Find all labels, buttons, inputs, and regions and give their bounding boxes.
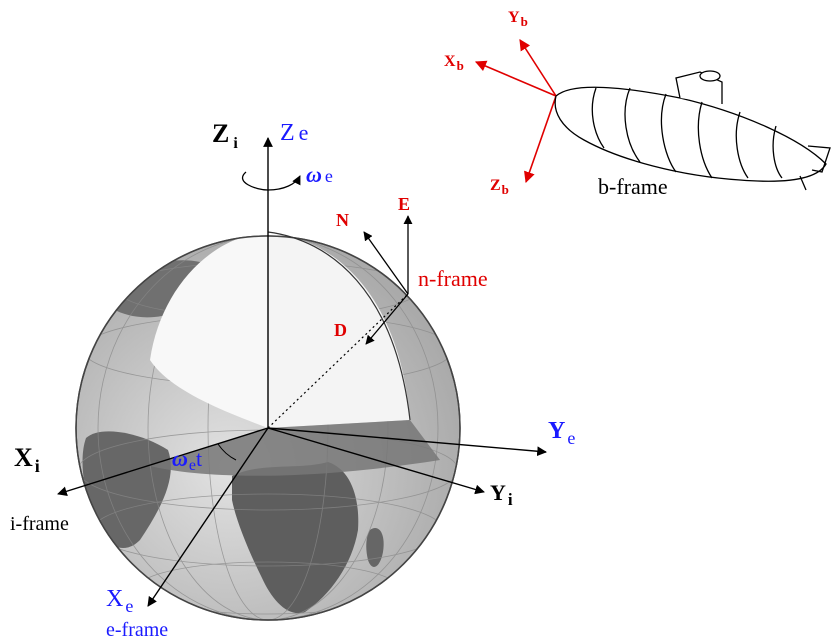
- i-frame-label: i-frame: [10, 513, 69, 535]
- b-frame-label: b-frame: [598, 174, 668, 199]
- xe-axis: [147, 427, 269, 607]
- east-label: E: [398, 194, 410, 214]
- land-mass-west-africa: [82, 431, 171, 549]
- rotation-arrow-icon: [242, 171, 301, 191]
- zb-label: Zb: [490, 177, 509, 197]
- submarine-icon: [554, 70, 831, 191]
- meridian-arc: [267, 231, 411, 421]
- body-frame-axes: [474, 39, 557, 184]
- yi-axis: [267, 427, 485, 495]
- land-mass-madagascar: [366, 528, 384, 567]
- xi-axis: [57, 427, 269, 497]
- cutaway-face: [268, 236, 410, 428]
- position-vector: [267, 293, 409, 429]
- down-label: D: [334, 320, 347, 340]
- land-mass-africa: [232, 462, 359, 614]
- n-axis-down: [365, 293, 409, 345]
- ye-axis: [267, 427, 547, 457]
- omega-t-arc: [217, 443, 237, 461]
- n-frame-label: n-frame: [418, 266, 488, 291]
- cutaway-face-left: [150, 236, 268, 428]
- north-label: N: [336, 210, 349, 230]
- e-frame-label: e-frame: [106, 619, 168, 641]
- omega-e-t-label: ωet: [172, 446, 202, 474]
- n-axis-north: [363, 231, 409, 295]
- xb-label: Xb: [444, 53, 464, 73]
- yb-label: Yb: [508, 9, 528, 29]
- equatorial-plane: [150, 420, 440, 476]
